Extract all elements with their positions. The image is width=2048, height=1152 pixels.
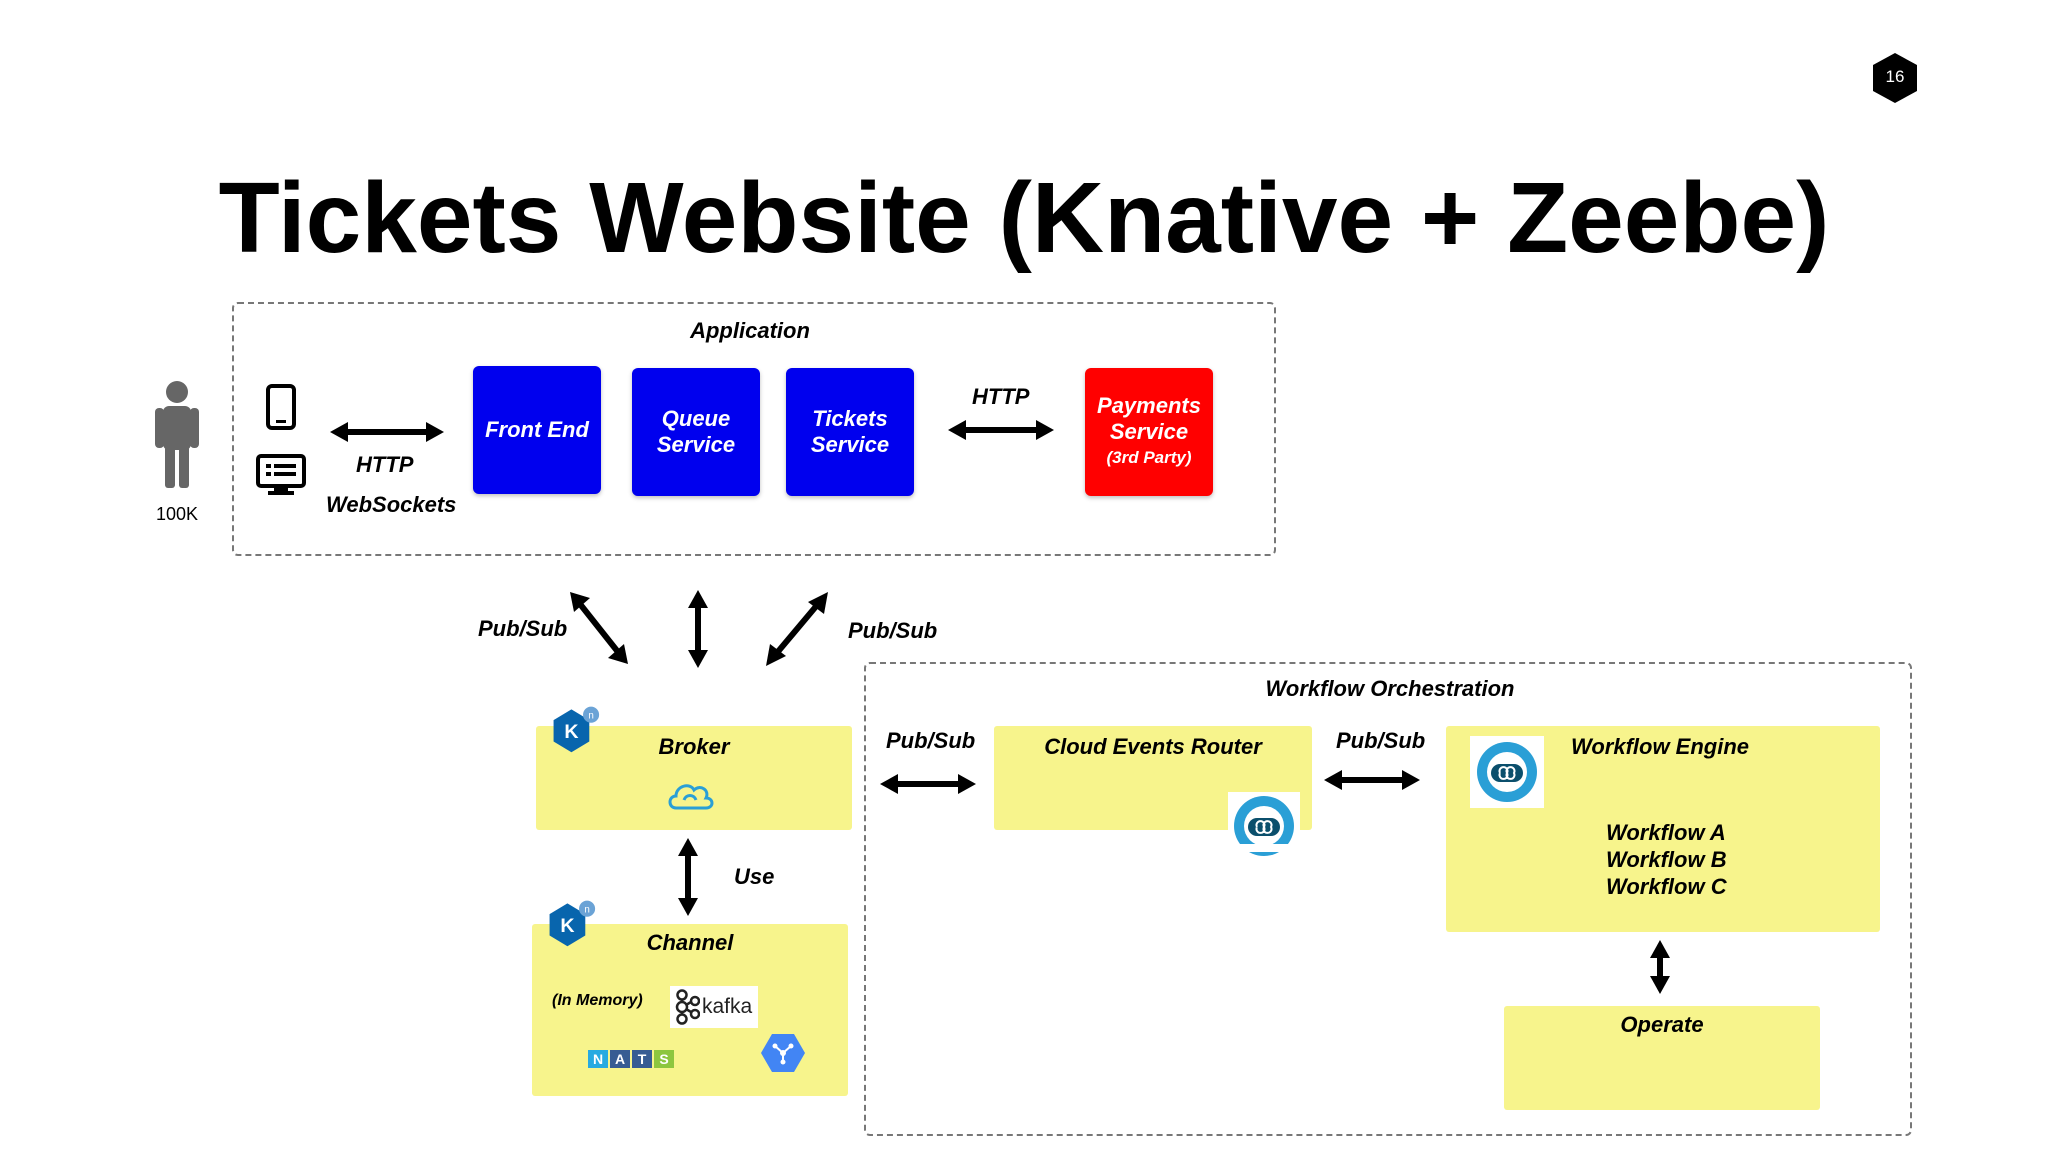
pubsub-label-left: Pub/Sub: [478, 616, 568, 641]
application-label: Application: [690, 318, 810, 343]
zeebe-robot-icon: [1470, 736, 1544, 808]
page-title: Tickets Website (Knative + Zeebe): [218, 162, 1830, 274]
tickets-service-box[interactable]: Tickets Service: [786, 368, 914, 496]
pubsub-label-router-engine: Pub/Sub: [1336, 728, 1426, 753]
svg-text:K: K: [564, 721, 578, 743]
tickets-service-line2: Service: [810, 432, 890, 457]
front-end-box[interactable]: Front End: [473, 366, 601, 494]
payments-line1: Payments: [1097, 393, 1201, 418]
operate-box[interactable]: [1504, 1006, 1820, 1110]
payments-service-box[interactable]: Payments Service (3rd Party): [1085, 368, 1213, 496]
payments-line2: Service: [1109, 419, 1189, 444]
svg-text:n: n: [588, 710, 593, 721]
nats-letter-s: S: [654, 1050, 674, 1068]
vertical-arrow-application-broker: [688, 590, 708, 668]
application-container: [232, 302, 1276, 556]
queue-service-box[interactable]: Queue Service: [632, 368, 760, 496]
pubsub-service-icon: [761, 1034, 805, 1072]
pubsub-arrow-broker-router: [880, 774, 976, 794]
pubsub-label-right: Pub/Sub: [848, 618, 938, 643]
desktop-icon: [256, 454, 306, 495]
knative-icon: K n: [553, 706, 600, 753]
slide-number-badge: 16: [1872, 52, 1918, 104]
in-memory-label: (In Memory): [552, 992, 643, 1009]
cloud-icon: [668, 784, 714, 810]
svg-text:K: K: [560, 915, 574, 937]
workflow-a-label: Workflow A: [1606, 820, 1726, 845]
kafka-text: kafka: [702, 995, 753, 1018]
workflow-b-label: Workflow B: [1606, 847, 1727, 872]
channel-label: Channel: [646, 930, 734, 955]
http-label-right: HTTP: [972, 384, 1030, 409]
person-icon: [155, 381, 199, 488]
hexagon-icon: [1873, 53, 1917, 103]
slide-number: 16: [1885, 67, 1905, 86]
nats-logo: N A T S: [588, 1050, 674, 1068]
kafka-icon: [675, 989, 700, 1025]
http-arrow-right: [948, 420, 1054, 440]
broker-label: Broker: [658, 734, 730, 759]
operate-label: Operate: [1620, 1012, 1704, 1037]
svg-text:n: n: [584, 904, 589, 915]
nats-letter-a: A: [610, 1050, 630, 1068]
pubsub-arrow-diagonal-left: [570, 592, 628, 664]
nats-letter-t: T: [632, 1050, 652, 1068]
use-label: Use: [734, 864, 775, 889]
engine-operate-arrow: [1650, 940, 1670, 994]
use-arrow: [678, 838, 698, 916]
pubsub-arrow-router-engine: [1324, 770, 1420, 790]
websockets-label: WebSockets: [326, 492, 457, 517]
mobile-phone-icon: [266, 384, 296, 430]
queue-service-line1: Queue: [661, 406, 731, 431]
tickets-service-line1: Tickets: [812, 406, 888, 431]
front-end-label: Front End: [485, 417, 589, 442]
workflow-engine-label: Workflow Engine: [1570, 734, 1750, 759]
knative-icon: K n: [549, 900, 596, 947]
payments-line3: (3rd Party): [1106, 448, 1192, 467]
queue-service-line2: Service: [656, 432, 736, 457]
workflow-c-label: Workflow C: [1606, 874, 1727, 899]
cloud-events-router-label: Cloud Events Router: [1044, 734, 1262, 759]
http-websockets-arrow: [330, 422, 444, 442]
pubsub-label-broker-router: Pub/Sub: [886, 728, 976, 753]
workflow-orchestration-container: [864, 662, 1912, 1136]
zeebe-robot-icon: [1228, 792, 1300, 858]
broker-box[interactable]: [536, 726, 852, 830]
kafka-logo: kafka: [670, 986, 758, 1028]
workflow-orchestration-label: Workflow Orchestration: [1265, 676, 1515, 701]
http-label-left: HTTP: [356, 452, 414, 477]
pubsub-arrow-diagonal-right: [766, 592, 828, 666]
user-count: 100K: [155, 504, 199, 524]
nats-letter-n: N: [588, 1050, 608, 1068]
